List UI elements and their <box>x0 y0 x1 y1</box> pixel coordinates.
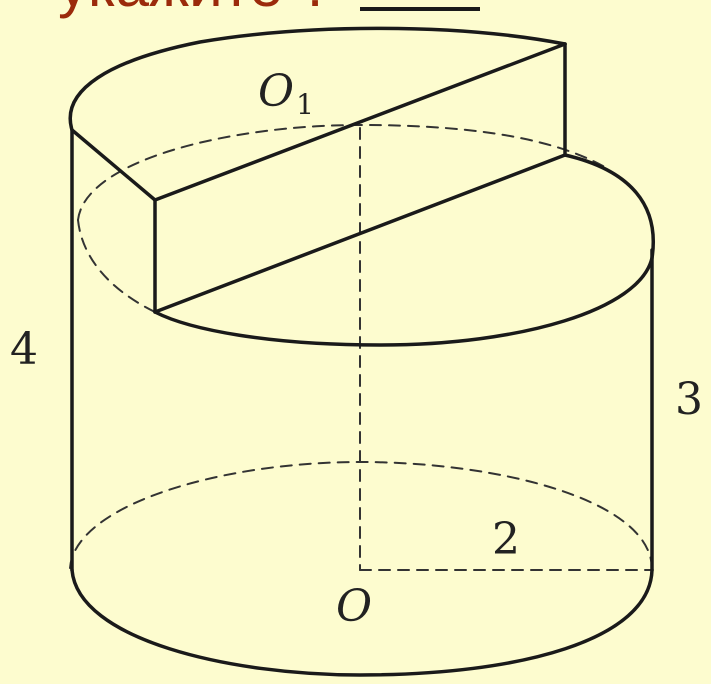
label-o1: O1 <box>258 70 314 119</box>
label-o1-subscript: 1 <box>296 88 314 121</box>
cut-bottom-edge <box>153 153 567 314</box>
header-text: укажите ? <box>58 0 333 16</box>
label-o: O <box>336 581 373 632</box>
header-underline <box>360 7 480 11</box>
label-height-left: 4 <box>10 324 38 375</box>
top-ellipse-hidden-arc <box>77 124 611 221</box>
top-surface-arc <box>68 26 567 202</box>
step-surface-arc <box>153 153 655 347</box>
bottom-ellipse-front <box>70 568 654 677</box>
top-ellipse-hidden-back <box>77 219 156 313</box>
label-height-right: 3 <box>675 374 703 425</box>
label-radius: 2 <box>492 514 520 565</box>
top-cut-edge <box>153 42 567 202</box>
label-o1-letter: O <box>258 66 295 117</box>
